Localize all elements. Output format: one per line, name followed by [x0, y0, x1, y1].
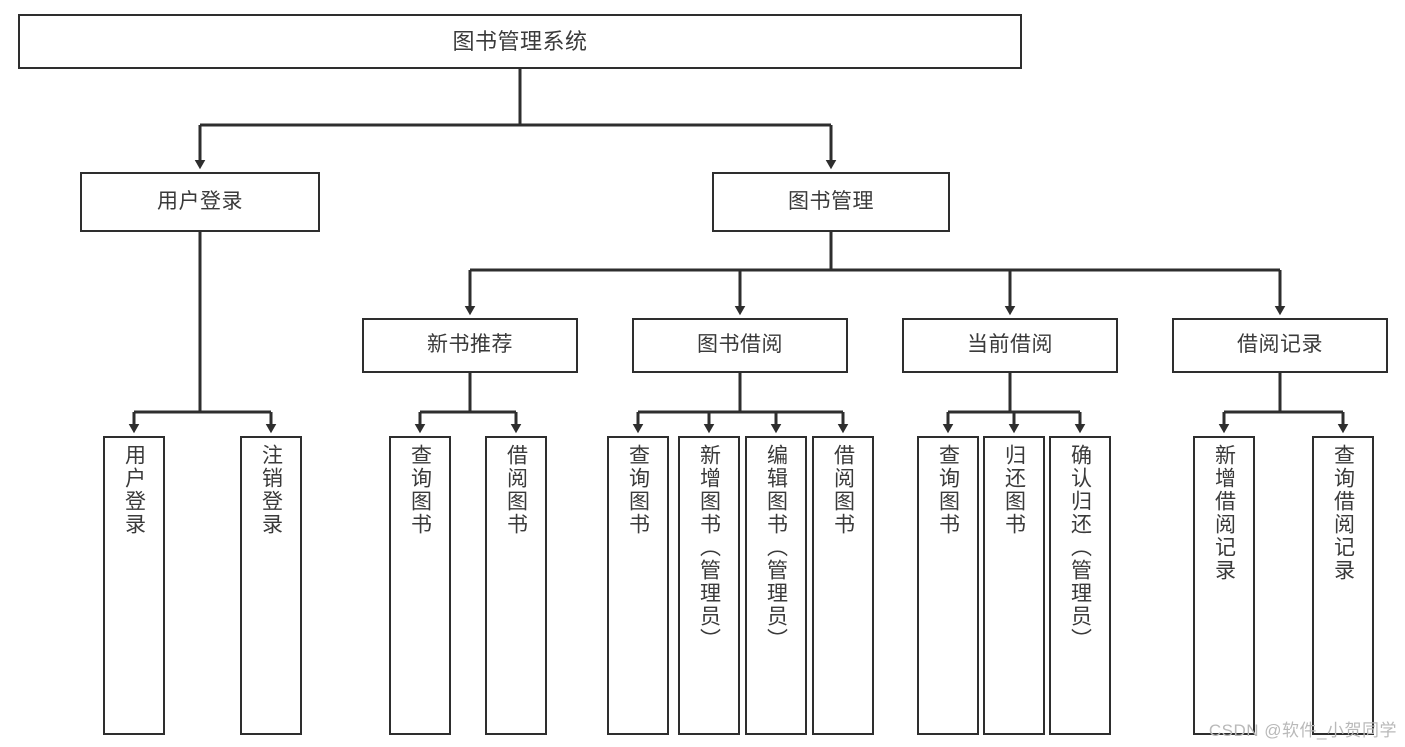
- node-label-book-borrow: 图书借阅: [697, 333, 783, 357]
- node-leaf-user-login[interactable]: 用户登录: [103, 436, 165, 735]
- node-label-leaf-borrow-book: 借阅图书: [831, 444, 855, 536]
- node-label-borrow-record: 借阅记录: [1237, 333, 1323, 357]
- node-label-book-management: 图书管理: [788, 189, 874, 213]
- node-label-current-borrow: 当前借阅: [967, 333, 1053, 357]
- node-label-leaf-edit-book-admin: 编辑图书（管理员）: [764, 444, 788, 651]
- node-leaf-query-book-current[interactable]: 查询图书: [917, 436, 979, 735]
- node-leaf-borrow-book[interactable]: 借阅图书: [812, 436, 874, 735]
- node-user-login[interactable]: 用户登录: [80, 172, 320, 232]
- node-leaf-edit-book-admin[interactable]: 编辑图书（管理员）: [745, 436, 807, 735]
- node-label-leaf-logout: 注销登录: [259, 444, 283, 536]
- node-label-leaf-query-book-borrow: 查询图书: [626, 444, 650, 536]
- node-leaf-confirm-return-admin[interactable]: 确认归还（管理员）: [1049, 436, 1111, 735]
- node-root[interactable]: 图书管理系统: [18, 14, 1022, 69]
- node-borrow-record[interactable]: 借阅记录: [1172, 318, 1388, 373]
- node-book-borrow[interactable]: 图书借阅: [632, 318, 848, 373]
- node-label-leaf-borrow-book-recommend: 借阅图书: [504, 444, 528, 536]
- node-label-leaf-add-borrow-record: 新增借阅记录: [1212, 444, 1236, 582]
- node-label-leaf-confirm-return-admin: 确认归还（管理员）: [1068, 444, 1092, 651]
- node-leaf-query-book-borrow[interactable]: 查询图书: [607, 436, 669, 735]
- node-label-leaf-query-book-current: 查询图书: [936, 444, 960, 536]
- node-leaf-add-book-admin[interactable]: 新增图书（管理员）: [678, 436, 740, 735]
- node-leaf-add-borrow-record[interactable]: 新增借阅记录: [1193, 436, 1255, 735]
- node-book-management[interactable]: 图书管理: [712, 172, 950, 232]
- node-label-user-login: 用户登录: [157, 189, 243, 213]
- node-label-new-book-recommend: 新书推荐: [427, 333, 513, 357]
- node-leaf-return-book[interactable]: 归还图书: [983, 436, 1045, 735]
- node-current-borrow[interactable]: 当前借阅: [902, 318, 1118, 373]
- node-leaf-borrow-book-recommend[interactable]: 借阅图书: [485, 436, 547, 735]
- node-label-root: 图书管理系统: [452, 28, 588, 54]
- csdn-watermark: CSDN @软件_小贺同学: [1208, 721, 1397, 740]
- node-label-leaf-query-borrow-record: 查询借阅记录: [1331, 444, 1355, 582]
- node-label-leaf-query-book-recommend: 查询图书: [408, 444, 432, 536]
- node-leaf-query-book-recommend[interactable]: 查询图书: [389, 436, 451, 735]
- node-leaf-logout[interactable]: 注销登录: [240, 436, 302, 735]
- node-new-book-recommend[interactable]: 新书推荐: [362, 318, 578, 373]
- node-label-leaf-user-login: 用户登录: [122, 444, 146, 536]
- node-label-leaf-add-book-admin: 新增图书（管理员）: [697, 444, 721, 651]
- node-leaf-query-borrow-record[interactable]: 查询借阅记录: [1312, 436, 1374, 735]
- node-label-leaf-return-book: 归还图书: [1002, 444, 1026, 536]
